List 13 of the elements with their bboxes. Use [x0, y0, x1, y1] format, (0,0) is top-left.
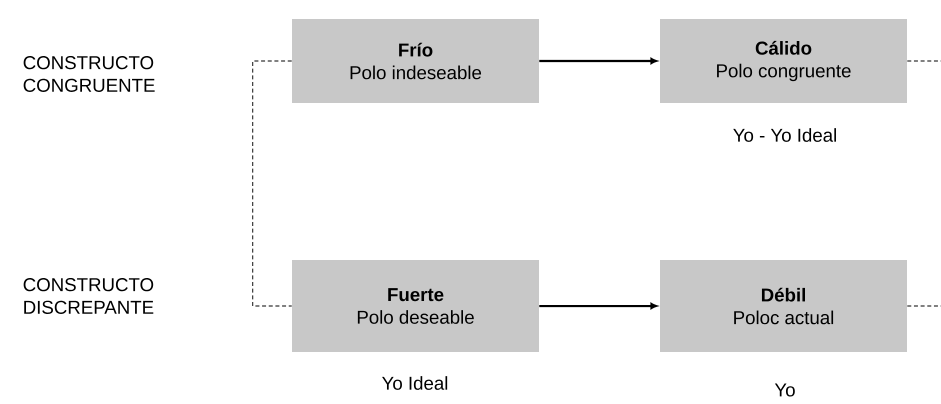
pole-caption: Yo - Yo Ideal: [733, 128, 836, 142]
construct-label: CONSTRUCTO CONGRUENTE: [24, 56, 155, 92]
pole-box: Frío Polo indeseable: [292, 19, 539, 103]
pole-caption: Yo: [774, 384, 795, 397]
construct-label: CONSTRUCTO DISCREPANTE: [24, 278, 154, 314]
pole-caption: Yo Ideal: [382, 376, 448, 390]
pole-box: Cálido Polo congruente: [660, 19, 908, 103]
connector-line: [906, 60, 941, 62]
pole-box: Fuerte Polo deseable: [292, 260, 539, 352]
arrow: [539, 302, 658, 310]
arrow: [539, 58, 658, 64]
pole-box: Débil Poloc actual: [660, 260, 908, 352]
connector-line: [252, 60, 292, 306]
